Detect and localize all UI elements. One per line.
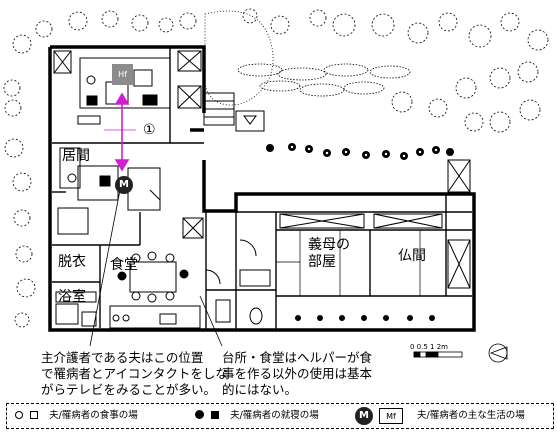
legend-meal: 夫/罹病者の食事の場	[15, 410, 138, 422]
room-label-buddhist-room: 仏間	[398, 248, 426, 264]
husband-bed-marker: Hf	[112, 64, 133, 85]
legend-sleep-label: 夫/罹病者の就寝の場	[230, 410, 319, 421]
step-number: ①	[143, 122, 156, 138]
note-right: 台所・食堂はヘルパーが食 事を作る以外の使用は基本 的にはない。	[222, 350, 372, 398]
legend-mf-box: Mf	[379, 408, 403, 424]
patient-marker: M	[115, 176, 133, 194]
hedge-dots	[266, 143, 454, 160]
open-circle-icon	[15, 411, 23, 419]
living-furniture	[57, 57, 171, 235]
legend-meal-label: 夫/罹病者の食事の場	[49, 410, 138, 421]
veranda-dots	[295, 315, 435, 321]
note-right-line3: 的にはない。	[222, 382, 298, 397]
legend-sleep: 夫/罹病者の就寝の場	[195, 410, 319, 422]
inner-walls	[52, 47, 472, 330]
open-square-icon	[30, 411, 39, 419]
filled-square-icon	[211, 411, 220, 419]
note-left-line2: で罹病者とアイコンタクトをしな	[41, 366, 228, 381]
room-label-living: 居間	[62, 148, 90, 164]
legend: 夫/罹病者の食事の場 夫/罹病者の就寝の場 M Mf 夫/罹病者の主な生活の場	[6, 403, 554, 429]
note-right-line1: 台所・食堂はヘルパーが食	[222, 350, 373, 365]
room-label-dressing: 脱衣	[58, 254, 86, 270]
outer-walls	[48, 45, 476, 332]
toilet-fixtures	[205, 239, 271, 325]
note-left: 主介護者である夫はこの位置 で罹病者とアイコンタクトをしな がらテレビをみること…	[41, 350, 228, 398]
scale-bar	[413, 343, 508, 363]
entrance-stairs	[203, 92, 265, 132]
storage-closets	[53, 50, 471, 289]
legend-m-badge: M	[355, 407, 373, 425]
dining-furniture	[55, 251, 201, 329]
legend-main-life-label: 夫/罹病者の主な生活の場	[417, 410, 525, 421]
note-left-line1: 主介護者である夫はこの位置	[41, 350, 204, 365]
scale-labels: 0 0.5 1 2m	[410, 343, 448, 351]
bath-fixtures	[55, 291, 97, 327]
filled-circle-icon	[195, 410, 204, 419]
room-label-mother-in-law-line1: 義母の	[308, 237, 350, 253]
room-label-dining: 食堂	[110, 257, 138, 273]
eye-contact-arrow	[104, 92, 136, 172]
room-label-mother-in-law-line2: 部屋	[308, 254, 336, 270]
garden-shrubs	[3, 8, 549, 328]
room-label-bath: 浴室	[58, 289, 86, 305]
leader-lines	[89, 189, 223, 347]
note-left-line3: がらテレビをみることが多い。	[41, 382, 217, 397]
room-label-mother-in-law: 義母の 部屋	[308, 237, 350, 271]
tatami	[276, 230, 421, 296]
note-right-line2: 事を作る以外の使用は基本	[222, 366, 373, 381]
